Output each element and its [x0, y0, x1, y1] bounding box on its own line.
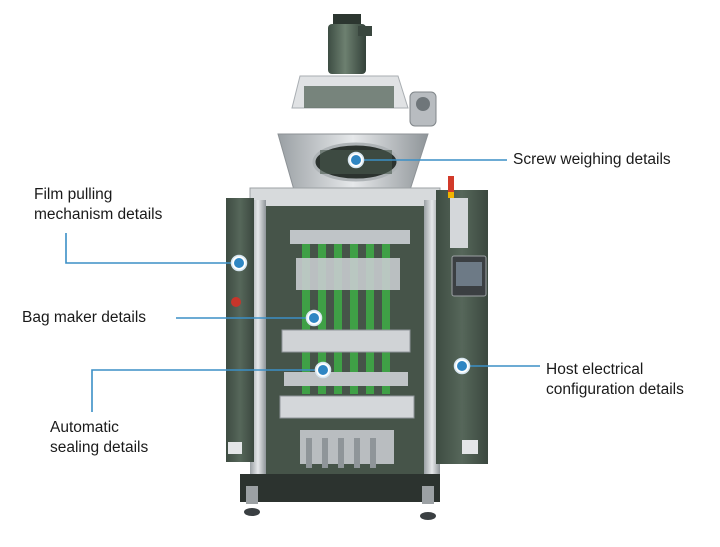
label-line: Host electrical [546, 361, 644, 378]
control-column [228, 176, 487, 454]
leader-film-pulling [65, 233, 236, 264]
label-bag-maker: Bag maker details [22, 308, 146, 328]
machine-base [240, 474, 440, 520]
screw-hopper [291, 14, 409, 109]
label-line: Screw weighing details [513, 151, 671, 168]
label-line: sealing details [50, 439, 149, 456]
label-screw-weighing: Screw weighing details [513, 150, 671, 170]
label-line: Film pulling [34, 186, 113, 203]
label-film-pulling: Film pulling mechanism details [34, 185, 162, 225]
callout-markers [230, 151, 471, 379]
marker-bag-maker [305, 309, 323, 327]
marker-automatic-sealing [314, 361, 332, 379]
label-line: Automatic [50, 419, 119, 436]
sealing-bars [279, 329, 415, 468]
marker-film-pulling [230, 254, 248, 272]
leader-lines [65, 159, 540, 412]
leader-automatic-sealing [91, 369, 323, 412]
marker-host-electrical [453, 357, 471, 375]
marker-screw-weighing [347, 151, 365, 169]
label-line: mechanism details [34, 206, 163, 223]
label-host-electrical: Host electrical configuration details [546, 360, 684, 400]
warning-light-icon [448, 176, 454, 192]
emergency-stop-icon [231, 297, 241, 307]
label-line: configuration details [546, 381, 684, 398]
label-automatic-sealing: Automatic sealing details [50, 418, 148, 458]
label-line: Bag maker details [22, 309, 147, 326]
drive-motor [409, 91, 437, 127]
